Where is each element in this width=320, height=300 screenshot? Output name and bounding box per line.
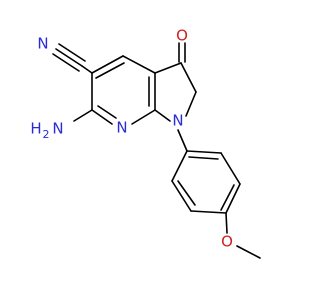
methoxy-bond-o-ch3 (236, 245, 261, 259)
aryl-bond-n-c1 (177, 129, 188, 152)
nitrile-n-label: N (37, 35, 48, 53)
ring5-bond-c3a-c3 (154, 62, 182, 74)
aryl-bond-c6-c1 (171, 150, 188, 182)
nitrile-bond-to-ring (81, 65, 93, 74)
amino-h-subscript: 2 (43, 128, 50, 141)
pyridine-ring: N (91, 55, 156, 137)
methoxyphenyl-ring (171, 129, 241, 214)
aryl-bond-c3-c4-inner (220, 184, 235, 211)
amino-h-label: H (30, 120, 41, 138)
aryl-bond-c1-c2 (186, 150, 222, 154)
aryl-bond-c2-c3 (220, 152, 241, 185)
aryl-bond-c5-c6 (171, 180, 192, 212)
aryl-bond-c1-c2-inner (188, 156, 219, 160)
diagram-canvas: N N H 2 N N (30, 27, 261, 259)
amino-bond (73, 109, 93, 122)
methoxy-bond-ring-o (225, 212, 228, 234)
pyrrolone-ring: N (154, 62, 197, 130)
ring-bond-c4-c3a (122, 55, 156, 74)
ketone-group: O (176, 27, 188, 63)
methoxy-group: O (221, 212, 261, 259)
methoxy-o-label: O (221, 233, 233, 251)
pyrrole-n-label: N (172, 112, 183, 130)
ring5-bond-c2-n1 (185, 91, 197, 117)
pyridine-n-label: N (116, 119, 127, 137)
ketone-o-label: O (176, 27, 188, 45)
aryl-bond-c3-c4 (225, 183, 241, 214)
ring-bond-n7-c6-inner (97, 105, 117, 119)
nitrile-bond-b (58, 43, 86, 62)
ring-bond-n7-c6 (91, 109, 113, 125)
ring5-bond-c3-c2 (180, 62, 197, 93)
molecule-structure: N N H 2 N N (30, 27, 261, 259)
nitrile-bond-a (55, 48, 83, 67)
ring-bond-c7a-n7 (131, 109, 156, 125)
aryl-bond-c4-c5 (190, 210, 227, 214)
ring-bond-c5-c4-inner (95, 62, 125, 79)
nitrile-bond-c (52, 53, 80, 72)
amino-group: H 2 N (30, 109, 93, 141)
nitrile-group: N (37, 35, 93, 74)
ring-bond-c5-c4 (91, 55, 124, 74)
ring5-bond-n1-c7a (154, 109, 171, 122)
amino-n-label: N (52, 120, 63, 138)
aryl-bond-c5-c6-inner (177, 180, 196, 206)
